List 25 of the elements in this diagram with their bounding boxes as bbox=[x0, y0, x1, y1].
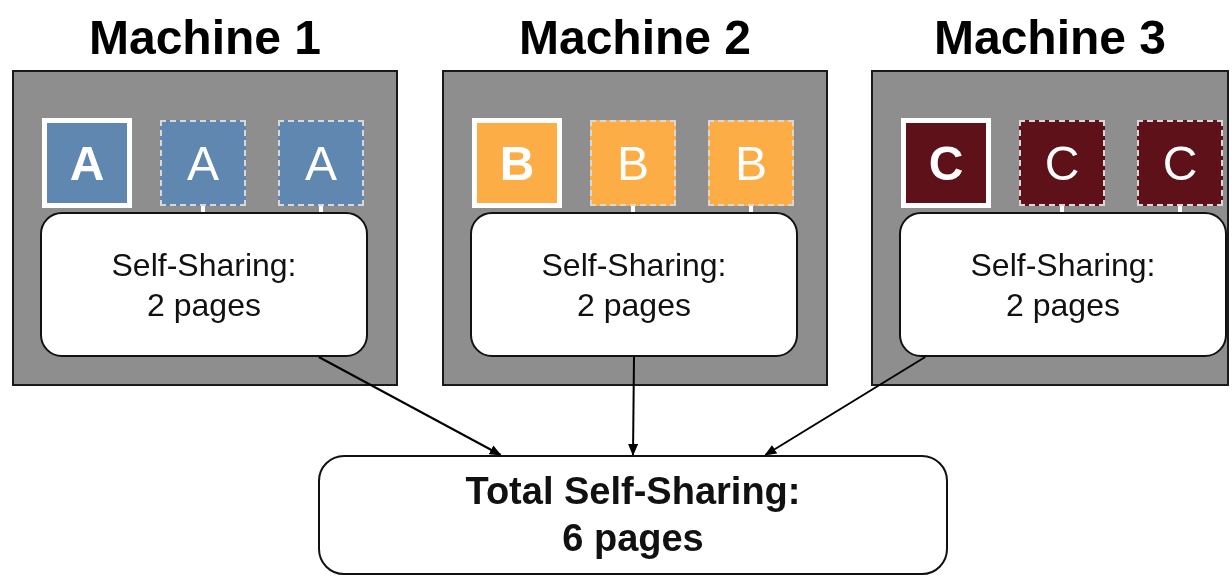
machine-heading: Machine 2 bbox=[517, 10, 753, 66]
primary-page-square: A bbox=[42, 118, 132, 208]
connector-line bbox=[1178, 206, 1182, 212]
connector-line bbox=[201, 206, 205, 212]
primary-page-square: C bbox=[901, 118, 991, 208]
machine-heading: Machine 1 bbox=[87, 10, 323, 66]
sharing-summary-box: Self-Sharing: 2 pages bbox=[40, 212, 368, 357]
machine-heading: Machine 3 bbox=[932, 10, 1168, 66]
shared-page-square: C bbox=[1019, 120, 1105, 206]
arrow bbox=[764, 356, 927, 456]
shared-page-square: B bbox=[708, 120, 794, 206]
shared-page-square: C bbox=[1137, 120, 1223, 206]
total-summary-box: Total Self-Sharing: 6 pages bbox=[318, 455, 948, 575]
connector-line bbox=[319, 206, 323, 212]
arrow bbox=[317, 356, 502, 456]
arrow bbox=[628, 356, 639, 456]
sharing-summary-box: Self-Sharing: 2 pages bbox=[470, 212, 798, 357]
shared-page-square: A bbox=[160, 120, 246, 206]
primary-page-square: B bbox=[472, 118, 562, 208]
sharing-summary-box: Self-Sharing: 2 pages bbox=[899, 212, 1227, 357]
connector-line bbox=[1060, 206, 1064, 212]
connector-line bbox=[631, 206, 635, 212]
shared-page-square: B bbox=[590, 120, 676, 206]
connector-line bbox=[749, 206, 753, 212]
shared-page-square: A bbox=[278, 120, 364, 206]
